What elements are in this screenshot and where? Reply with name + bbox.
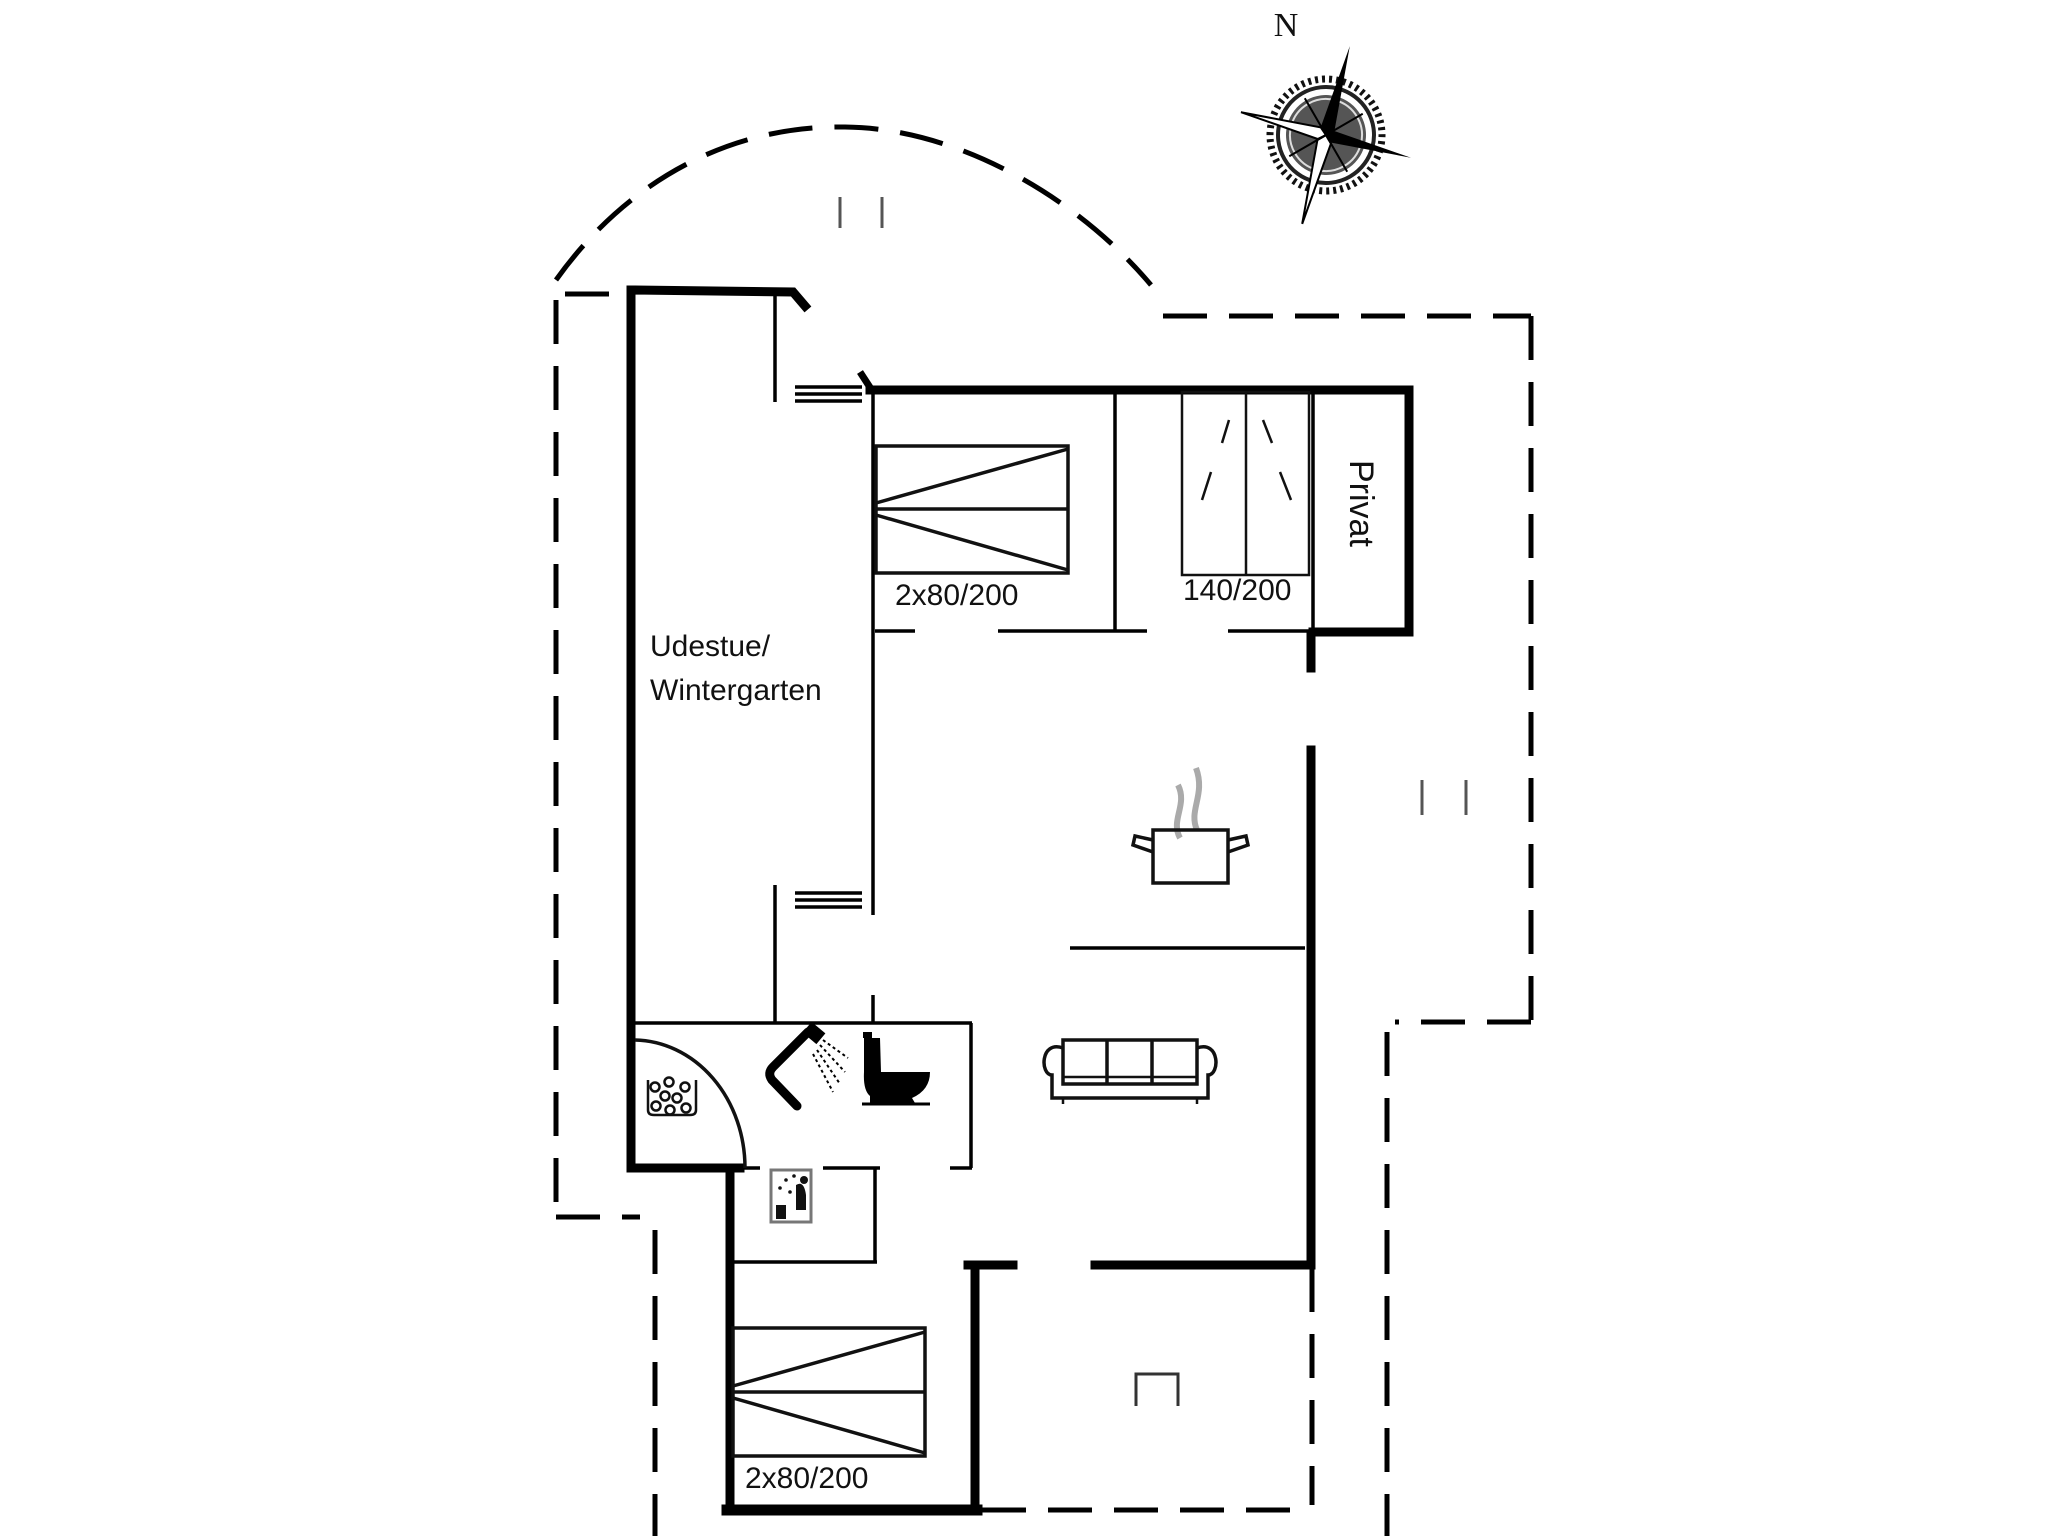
kitchen-pot-icon	[1130, 766, 1251, 885]
toilet-icon	[862, 1032, 930, 1106]
bed-double: 140/200	[1180, 390, 1311, 607]
sunroom-label-line1: Udestue/	[650, 630, 771, 663]
stairs-icon	[795, 891, 862, 909]
bed-label: 2x80/200	[745, 1462, 868, 1495]
compass: N	[1240, 7, 1412, 225]
bed-label: 2x80/200	[895, 579, 1018, 612]
terrace-boundary	[553, 124, 1534, 1536]
bed-label: 140/200	[1183, 574, 1291, 607]
sunroom-label-line2: Wintergarten	[650, 674, 822, 707]
sofa-icon	[1042, 1038, 1218, 1104]
sauna-icon	[769, 1168, 813, 1224]
sunroom-label: Udestue/ Wintergarten	[650, 630, 822, 707]
shower-icon	[765, 1021, 849, 1111]
north-label: N	[1274, 7, 1299, 44]
terrace-arc	[553, 124, 1153, 287]
terrace-chair-icon	[1134, 1372, 1180, 1406]
private-room-label: Privat	[1342, 460, 1380, 547]
walls	[626, 285, 1414, 1516]
bench-icon	[1420, 780, 1468, 815]
whirlpool-bath-icon	[634, 1038, 747, 1169]
bench-icon	[838, 197, 884, 228]
bed-twin-1: 2x80/200	[874, 444, 1070, 612]
compass-rose-icon	[1240, 46, 1412, 225]
stairs-icon	[795, 385, 862, 403]
bed-twin-2: 2x80/200	[731, 1326, 927, 1495]
